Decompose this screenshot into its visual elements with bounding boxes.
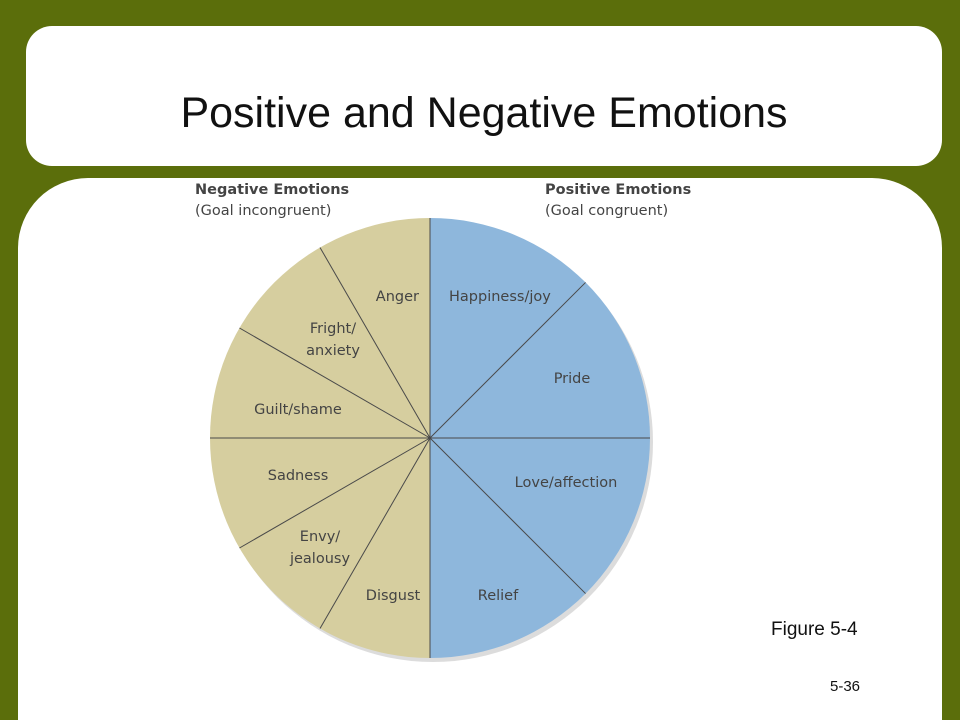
- segment-divider: [319, 437, 431, 629]
- title-panel: Positive and Negative Emotions: [26, 26, 942, 166]
- negative-segment-label: Sadness: [268, 468, 329, 484]
- negative-segment-label: Fright/anxiety: [306, 321, 360, 359]
- positive-segment-label: Love/affection: [515, 475, 618, 491]
- slide-title: Positive and Negative Emotions: [180, 89, 788, 137]
- positive-segment-label: Happiness/joy: [449, 289, 551, 305]
- positive-emotions-header: Positive Emotions (Goal congruent): [545, 180, 691, 222]
- figure-label: Figure 5-4: [771, 619, 858, 640]
- negative-segment-label: Envy/jealousy: [289, 529, 350, 567]
- segment-divider: [239, 437, 431, 549]
- negative-segment-label: Disgust: [366, 588, 421, 604]
- positive-segment-label: Pride: [554, 371, 591, 387]
- positive-segment-label: Relief: [478, 588, 519, 604]
- positive-subheading: (Goal congruent): [545, 203, 669, 219]
- slide-number: 5-36: [830, 678, 861, 695]
- segment-divider: [239, 327, 431, 439]
- negative-subheading: (Goal incongruent): [195, 203, 332, 219]
- negative-segment-label: Guilt/shame: [254, 402, 342, 418]
- segment-divider: [429, 282, 586, 439]
- positive-heading: Positive Emotions: [545, 182, 692, 198]
- negative-emotions-header: Negative Emotions (Goal incongruent): [195, 180, 349, 222]
- segment-divider: [429, 437, 586, 594]
- negative-segment-label: Anger: [376, 289, 419, 305]
- segment-divider: [319, 247, 431, 439]
- negative-heading: Negative Emotions: [195, 182, 350, 198]
